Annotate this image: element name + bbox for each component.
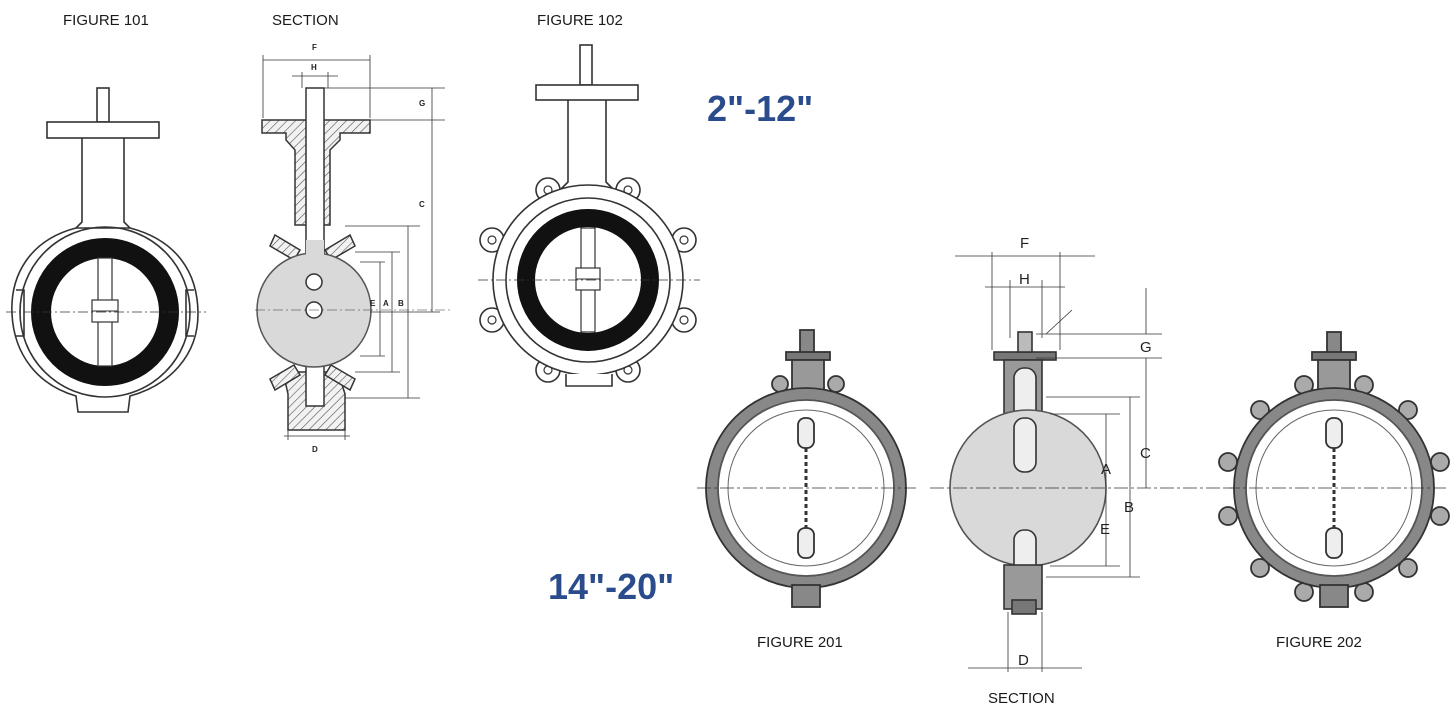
figure-201-valve [697, 329, 916, 608]
dim-label-E: E [1100, 521, 1110, 538]
figure-102-caption: FIGURE 102 [537, 12, 623, 29]
dim-label-E-top: E [370, 299, 376, 308]
dim-label-C-top: C [419, 200, 425, 209]
dim-label-G: G [1140, 339, 1152, 356]
dim-label-C: C [1140, 445, 1151, 462]
dim-label-B: B [1124, 499, 1134, 516]
dim-label-B-top: B [398, 299, 404, 308]
figure-201-caption: FIGURE 201 [757, 634, 843, 651]
dim-label-A: A [1101, 461, 1111, 478]
dim-label-D: D [1018, 652, 1029, 669]
dim-label-F-top: F [312, 43, 317, 52]
figure-101-caption: FIGURE 101 [63, 12, 149, 29]
size-range-large: 14"-20" [548, 566, 675, 607]
dim-label-A-top: A [383, 299, 389, 308]
dim-label-H-top: H [311, 63, 317, 72]
dim-label-F: F [1020, 235, 1029, 252]
section-top-drawing [255, 55, 450, 440]
section-top-dimension-labels: F H G C E A B D [311, 43, 425, 454]
section-bottom-dimension-labels: F H G C A B E D [1018, 235, 1152, 669]
section-caption-top: SECTION [272, 12, 339, 29]
section-caption-bottom: SECTION [988, 690, 1055, 707]
figure-101-valve [6, 87, 206, 413]
dim-label-G-top: G [419, 99, 425, 108]
dim-label-H: H [1019, 271, 1030, 288]
figure-202-valve [1218, 331, 1450, 608]
size-range-small: 2"-12" [707, 88, 814, 129]
section-bottom-drawing [930, 252, 1240, 672]
dim-label-D-top: D [312, 445, 318, 454]
figure-102-valve [478, 44, 700, 387]
figure-202-caption: FIGURE 202 [1276, 634, 1362, 651]
